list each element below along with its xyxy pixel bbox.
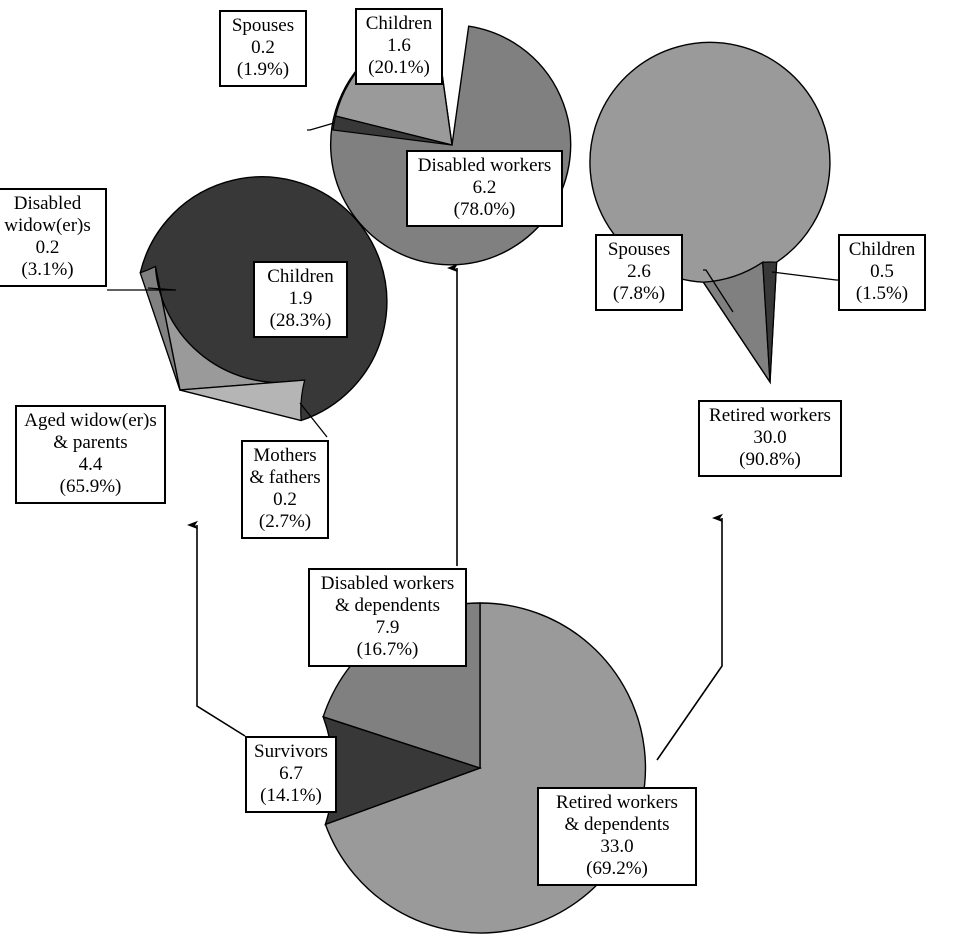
callout-line: Aged widow(er)s: [24, 410, 157, 431]
callout-line: Survivors: [254, 741, 328, 762]
callout-line: Children: [848, 239, 916, 260]
pie-retired-workers-and-dependents: [589, 41, 839, 385]
callout-value: 4.4: [78, 454, 103, 476]
callout-line: & parents: [53, 432, 128, 454]
slice-mothers-and-fathers[interactable]: [179, 379, 306, 422]
callout-value: 0.2: [35, 237, 60, 259]
callout-line: & dependents: [564, 814, 670, 836]
callout-percent: (78.0%): [453, 199, 516, 221]
callout-value: 1.9: [288, 288, 313, 310]
callout-bottom-disabled-workers-and-dependents[interactable]: Disabled workers & dependents 7.9 (16.7%…: [308, 568, 467, 668]
callout-line: Spouses: [231, 15, 295, 36]
callout-top-children[interactable]: Children 1.6 (20.1%): [355, 8, 443, 86]
callout-line: & fathers: [249, 467, 321, 489]
callout-value: 6.2: [472, 177, 497, 199]
callout-line: Disabled workers: [417, 155, 552, 176]
callout-line: widow(er)s: [4, 215, 91, 237]
callout-line: Disabled: [13, 193, 82, 214]
callout-right-spouses[interactable]: Spouses 2.6 (7.8%): [595, 234, 683, 312]
callout-left-children[interactable]: Children 1.9 (28.3%): [253, 261, 348, 339]
callout-value: 0.5: [870, 261, 894, 283]
callout-bottom-survivors[interactable]: Survivors 6.7 (14.1%): [245, 736, 337, 814]
callout-value: 33.0: [600, 836, 634, 858]
slice-spouses[interactable]: [332, 115, 453, 146]
callout-line: Mothers: [253, 445, 317, 466]
callout-value: 0.2: [251, 37, 275, 59]
callout-percent: (16.7%): [356, 639, 419, 661]
leader-line-left-disabled-widowers: [107, 287, 177, 291]
callout-line: Retired workers: [556, 792, 678, 813]
slice-children[interactable]: [762, 261, 778, 383]
callout-percent: (90.8%): [739, 449, 801, 471]
callout-value: 0.2: [273, 489, 297, 511]
callout-percent: (2.7%): [258, 511, 312, 533]
callout-percent: (3.1%): [21, 259, 74, 281]
callout-right-children[interactable]: Children 0.5 (1.5%): [838, 234, 926, 312]
callout-line: Children: [365, 13, 433, 34]
callout-line: Retired workers: [709, 405, 831, 426]
callout-percent: (20.1%): [368, 57, 430, 79]
callout-top-disabled-workers[interactable]: Disabled workers 6.2 (78.0%): [406, 150, 563, 228]
callout-percent: (1.5%): [855, 283, 909, 305]
callout-value: 6.7: [279, 763, 303, 785]
callout-left-disabled-widowers[interactable]: Disabled widow(er)s 0.2 (3.1%): [0, 188, 107, 288]
callout-line: & dependents: [334, 595, 440, 617]
callout-value: 1.6: [387, 35, 411, 57]
leader-line-top-spouses: [307, 122, 335, 131]
leader-line-left-mothers-fathers: [299, 402, 328, 438]
callout-top-spouses[interactable]: Spouses 0.2 (1.9%): [219, 10, 307, 88]
callout-value: 30.0: [753, 427, 787, 449]
leader-line-right-spouses: [703, 269, 734, 313]
callout-line: Disabled workers: [320, 573, 455, 594]
connector-arrow-to-survivors-pie: [187, 520, 246, 737]
connector-arrow-to-retired-pie: [656, 513, 723, 761]
callout-value: 7.9: [375, 617, 400, 639]
callout-line: Children: [267, 266, 334, 287]
callout-right-retired-workers[interactable]: Retired workers 30.0 (90.8%): [698, 400, 842, 478]
callout-percent: (28.3%): [269, 310, 332, 332]
leader-line-right-children: [771, 271, 839, 281]
callout-percent: (69.2%): [586, 858, 648, 880]
callout-line: Spouses: [607, 239, 671, 260]
callout-left-aged-widowers-and-parents[interactable]: Aged widow(er)s & parents 4.4 (65.9%): [15, 405, 166, 505]
slice-retired-workers[interactable]: [589, 41, 831, 385]
callout-value: 2.6: [627, 261, 651, 283]
callout-left-mothers-and-fathers[interactable]: Mothers & fathers 0.2 (2.7%): [241, 440, 329, 540]
callout-bottom-retired-workers-and-dependents[interactable]: Retired workers & dependents 33.0 (69.2%…: [537, 787, 697, 887]
callout-percent: (14.1%): [260, 785, 322, 807]
callout-percent: (1.9%): [236, 59, 290, 81]
callout-percent: (7.8%): [612, 283, 666, 305]
callout-percent: (65.9%): [59, 476, 122, 498]
